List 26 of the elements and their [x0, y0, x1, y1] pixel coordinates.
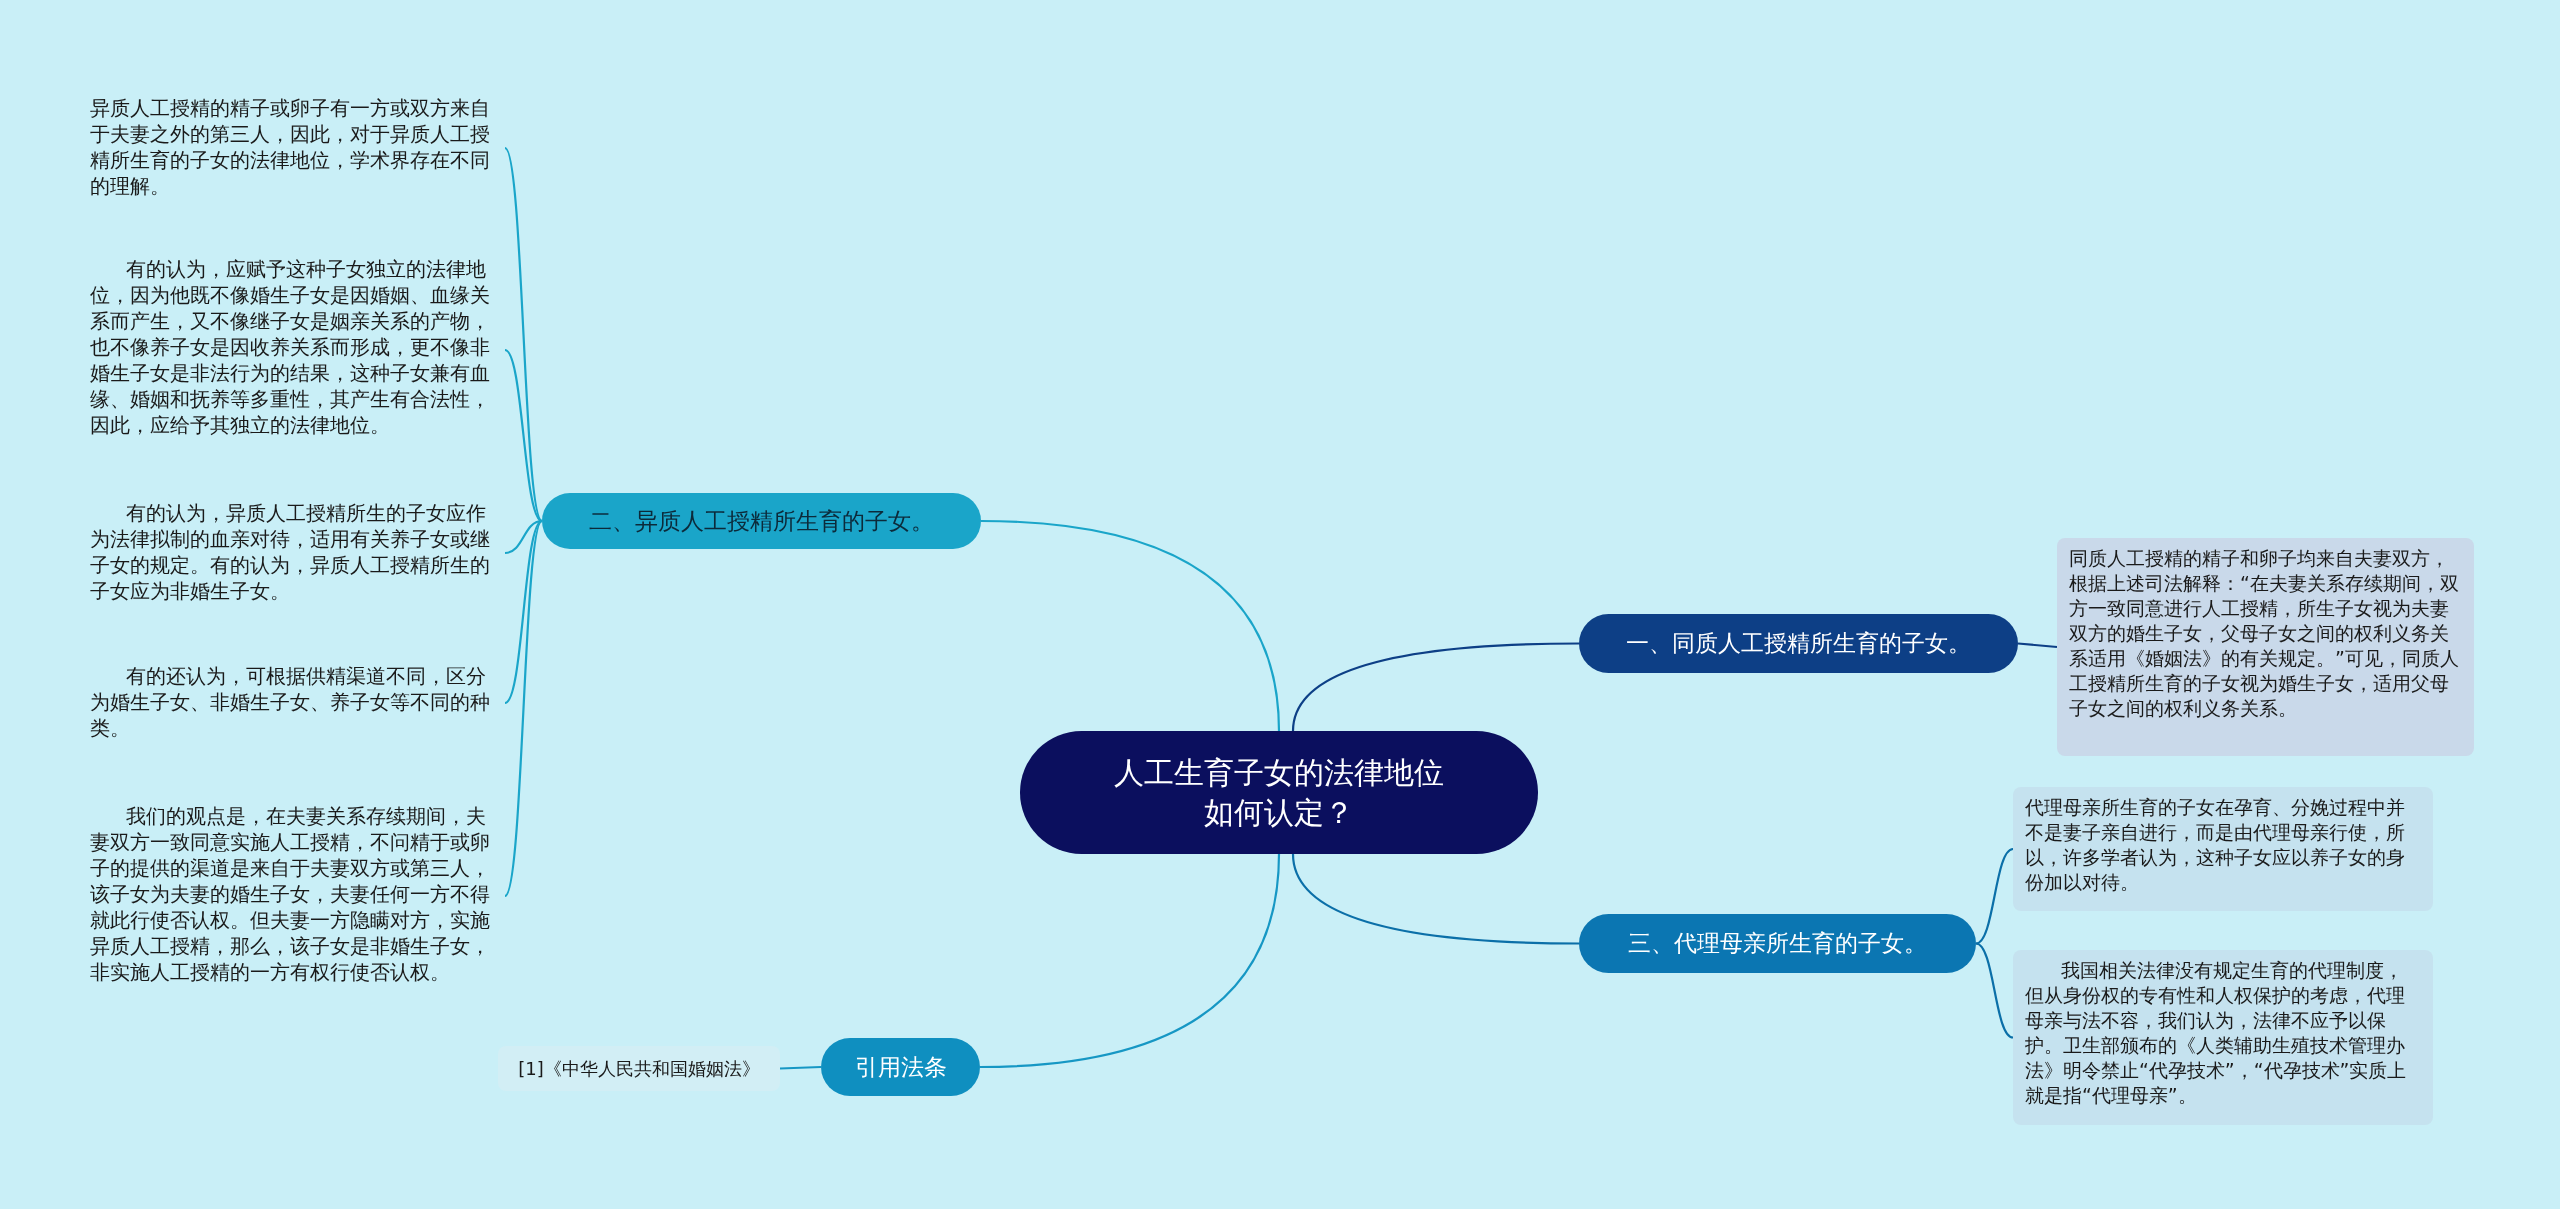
connector-line	[504, 520, 543, 897]
connector-line	[504, 520, 543, 704]
note-text: 异质人工授精的精子或卵子有一方或双方来自于夫妻之外的第三人，因此，对于异质人工授精所生育的子女的法律地位，学术界存在不同的理解。	[90, 95, 505, 201]
note-card: 我国相关法律没有规定生育的代理制度，但从身份权的专有性和人权保护的考虑，代理母亲与法不容，我们认为，法律不应予以保护。卫生部颁布的《人类辅助生殖技术管理办法》明令禁止“代孕技术”，“代孕技术”实质上就是指“代理母亲”。	[2013, 950, 2433, 1125]
connector-line	[504, 519, 543, 555]
branch-topic: 一、同质人工授精所生育的子女。	[1579, 614, 2018, 673]
note-card: 同质人工授精的精子和卵子均来自夫妻双方，根据上述司法解释：“在夫妻关系存续期间，双方一致同意进行人工授精，所生子女视为夫妻双方的婚生子女，父母子女之间的权利义务关系适用《婚姻法》的有关规定。”可见，同质人工授精所生育的子女视为婚生子女，适用父母子女之间的权利义务关系。	[2057, 538, 2474, 756]
reference-card: [1]《中华人民共和国婚姻法》	[498, 1046, 780, 1091]
connector-line	[1291, 642, 1579, 732]
branch-topic: 引用法条	[821, 1038, 980, 1096]
connector-line	[979, 853, 1281, 1069]
note-card: 代理母亲所生育的子女在孕育、分娩过程中并不是妻子亲自进行，而是由代理母亲行使，所以，许多学者认为，这种子女应以养子女的身份加以对待。	[2013, 787, 2433, 911]
note-text: 我们的观点是，在夫妻关系存续期间，夫妻双方一致同意实施人工授精，不问精于或卵子的提供的渠道是来自于夫妻双方或第三人，该子女为夫妻的婚生子女，夫妻任何一方不得就此行使否认权。但夫妻一方隐瞒对方，实施异质人工授精，那么，该子女是非婚生子女，非实施人工授精的一方有权行使否认权。	[90, 803, 505, 989]
connector-line	[980, 519, 1281, 732]
branch-topic: 二、异质人工授精所生育的子女。	[542, 493, 981, 549]
connector-line	[504, 349, 543, 522]
connector-line	[1975, 942, 2014, 1039]
note-text: 有的认为，应赋予这种子女独立的法律地位，因为他既不像婚生子女是因婚姻、血缘关系而产生，又不像继子女是姻亲关系的产物，也不像养子女是因收养关系而形成，更不像非婚生子女是非法行为的结果，这种子女兼有血缘、婚姻和抚养等多重性，其产生有合法性，因此，应给予其独立的法律地位。	[90, 256, 505, 444]
connector-line	[1975, 848, 2014, 945]
connector-line	[2017, 642, 2058, 649]
note-text: 有的认为，异质人工授精所生的子女应作为法律拟制的血亲对待，适用有关养子女或继子女的规定。有的认为，异质人工授精所生的子女应为非婚生子女。	[90, 500, 505, 606]
branch-topic: 三、代理母亲所生育的子女。	[1579, 914, 1976, 973]
central-topic: 人工生育子女的法律地位如何认定？	[1020, 731, 1538, 854]
connector-line	[1291, 853, 1579, 945]
connector-line	[779, 1065, 822, 1070]
note-text: 有的还认为，可根据供精渠道不同，区分为婚生子女、非婚生子女、养子女等不同的种类。	[90, 663, 505, 743]
